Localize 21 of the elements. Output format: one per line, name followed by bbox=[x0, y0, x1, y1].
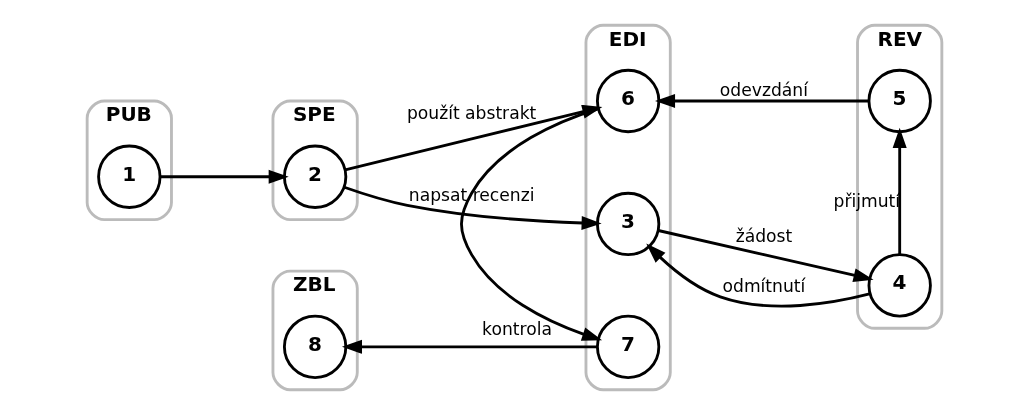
node-circle: 8 bbox=[282, 314, 348, 379]
node-circle: 3 bbox=[595, 191, 661, 257]
arrow bbox=[655, 94, 869, 109]
node-circle: 1 bbox=[97, 144, 162, 209]
edge-label: napsat recenzi bbox=[408, 184, 535, 205]
edge-label: odmítnutí bbox=[722, 275, 806, 296]
arrow bbox=[341, 339, 598, 354]
arrow bbox=[892, 127, 907, 255]
node-circle: 6 bbox=[595, 68, 661, 134]
arrow bbox=[460, 107, 603, 341]
node-circle: 7 bbox=[595, 314, 661, 379]
arrow bbox=[343, 185, 602, 231]
edge-label: kontrola bbox=[482, 319, 552, 340]
arrow bbox=[658, 229, 874, 283]
edge-label: odevzdání bbox=[719, 80, 808, 101]
arrow bbox=[160, 169, 289, 184]
edge-label: žádost bbox=[735, 225, 793, 246]
node-circle: 2 bbox=[282, 144, 348, 209]
node-circle: 5 bbox=[867, 68, 932, 134]
edge-label: použít abstrakt bbox=[406, 103, 537, 124]
node-circle: 4 bbox=[867, 253, 932, 318]
